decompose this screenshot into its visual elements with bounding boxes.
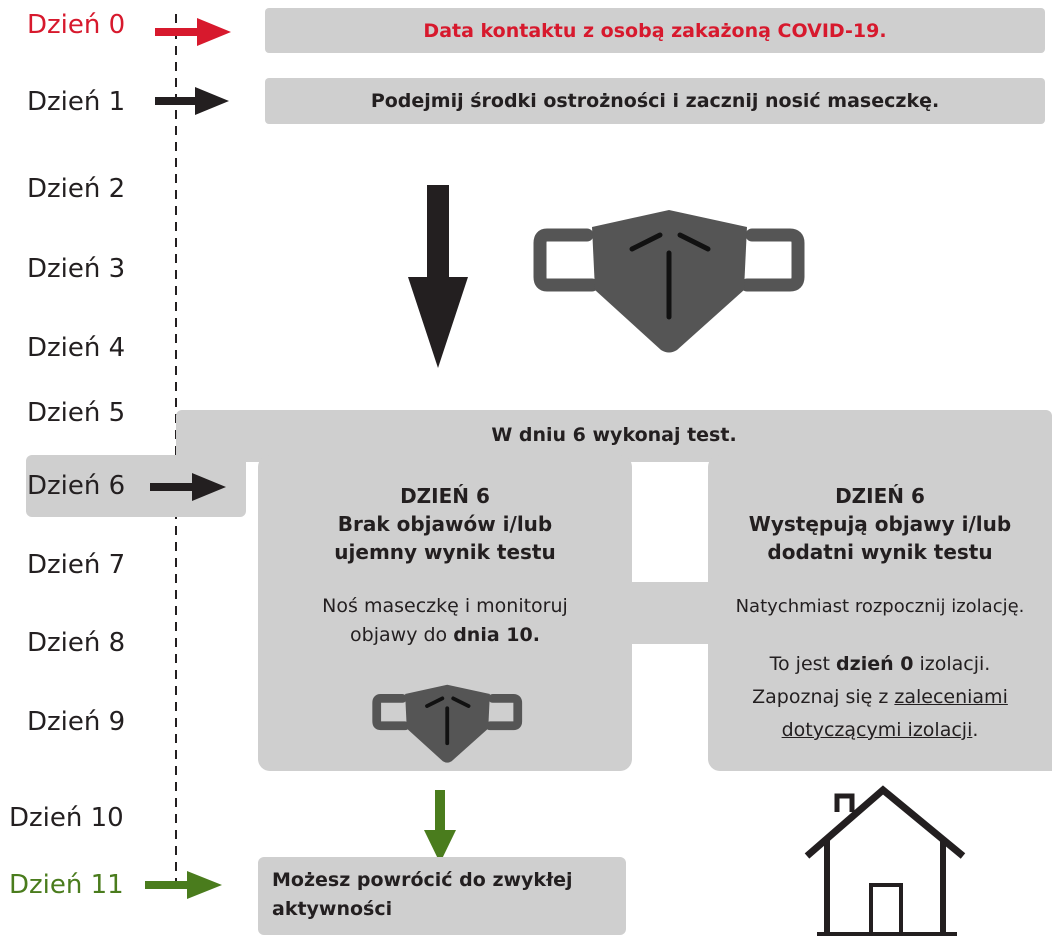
day-label-3: Dzień 3 [27,254,126,284]
day-label-1: Dzień 1 [27,87,126,117]
right-panel-text: Natychmiast rozpocznij izolację. [735,596,1025,617]
arrow-down-icon [408,185,468,368]
face-mask-icon [372,684,523,763]
left-panel-day: DZIEŃ 6 [400,484,490,508]
day-label-8: Dzień 8 [27,628,126,658]
day-label-5: Dzień 5 [27,398,126,428]
final-box: Możesz powrócić do zwykłej aktywności [258,857,626,935]
left-panel-text-2: objawy do dnia 10. [350,624,540,646]
arrow-right-icon [150,473,226,501]
day-label-2: Dzień 2 [27,174,126,204]
test-panel-header [176,410,1052,462]
house-icon [804,785,966,936]
arrow-right-icon [155,87,229,115]
final-text-line2: aktywności [272,898,393,920]
day-label-6: Dzień 6 [27,471,126,501]
day6-banner: W dniu 6 wykonaj test. [491,424,737,446]
arrow-right-icon [145,871,222,899]
day1-banner: Podejmij środki ostrożności i zacznij no… [265,78,1045,124]
right-panel-text-4: dotyczącymi izolacji. [781,719,979,741]
arrow-right-icon [155,18,231,46]
right-panel-title: Występują objawy i/lub [748,512,1012,536]
day-label-10: Dzień 10 [9,803,124,833]
right-panel-text-2: To jest dzień 0 izolacji. [769,653,991,675]
day-label-9: Dzień 9 [27,707,126,737]
left-panel-subtitle: ujemny wynik testu [334,540,556,564]
day-label-7: Dzień 7 [27,550,126,580]
right-panel-day: DZIEŃ 6 [835,484,925,508]
isolation-guidelines-link-2[interactable]: dotyczącymi izolacji [781,719,973,741]
left-panel-title: Brak objawów i/lub [337,512,553,536]
left-panel-text: Noś maseczkę i monitoruj [322,595,568,617]
day-label-11: Dzień 11 [9,870,124,900]
panel-connector [620,582,720,644]
arrow-down-icon [424,790,456,863]
right-panel-text-3: Zapoznaj się z zaleceniami [752,686,1008,708]
day-label-4: Dzień 4 [27,333,126,363]
right-panel-subtitle: dodatni wynik testu [767,540,993,564]
isolation-guidelines-link[interactable]: zaleceniami [894,686,1008,708]
final-text-line1: Możesz powrócić do zwykłej [272,869,573,891]
positive-result-panel: DZIEŃ 6 Występują objawy i/lub dodatni w… [708,455,1052,771]
day-label-0: Dzień 0 [27,10,126,40]
face-mask-icon [533,210,805,353]
day0-banner: Data kontaktu z osobą zakażoną COVID-19. [265,8,1045,53]
